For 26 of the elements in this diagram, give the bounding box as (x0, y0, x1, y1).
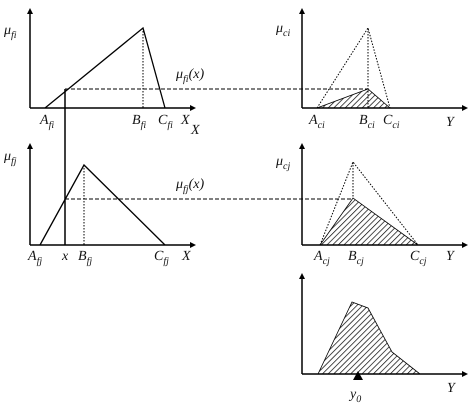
axis-label: A$_{cj}$ (314, 250, 330, 264)
axis-label: C$_{fj}$ (154, 250, 169, 264)
axis-label: y$_{0}$ (350, 388, 362, 402)
axis-label: X (191, 124, 200, 138)
axis-label: μ$_{cj}$ (276, 155, 290, 169)
axis-label: μ$_{fi}$ (4, 24, 17, 38)
axis-label: μ$_{fj}$ (4, 150, 17, 164)
axis-label: C$_{cj}$ (410, 250, 427, 264)
axis-label: Y (446, 116, 454, 130)
axis-label: μ$_{ci}$ (276, 22, 290, 36)
axis-label: B$_{fi}$ (132, 114, 146, 128)
axis-label: X (181, 114, 190, 128)
axis-label: Y (446, 250, 454, 264)
axis-label: x (62, 250, 68, 264)
axis-label: B$_{fj}$ (78, 250, 92, 264)
axis-label: X (182, 250, 191, 264)
axis-label: μ$_{fi}$(x) (176, 68, 204, 82)
axis-label: Y (447, 382, 455, 396)
axis-label: C$_{fi}$ (158, 114, 173, 128)
axis-label: A$_{fi}$ (40, 114, 54, 128)
axis-label: B$_{ci}$ (359, 114, 375, 128)
axis-label: A$_{ci}$ (309, 114, 325, 128)
axis-label: μ$_{fj}$(x) (176, 178, 204, 192)
axis-label: C$_{ci}$ (383, 114, 400, 128)
axis-label: B$_{cj}$ (348, 250, 364, 264)
axis-label: A$_{fj}$ (28, 250, 42, 264)
